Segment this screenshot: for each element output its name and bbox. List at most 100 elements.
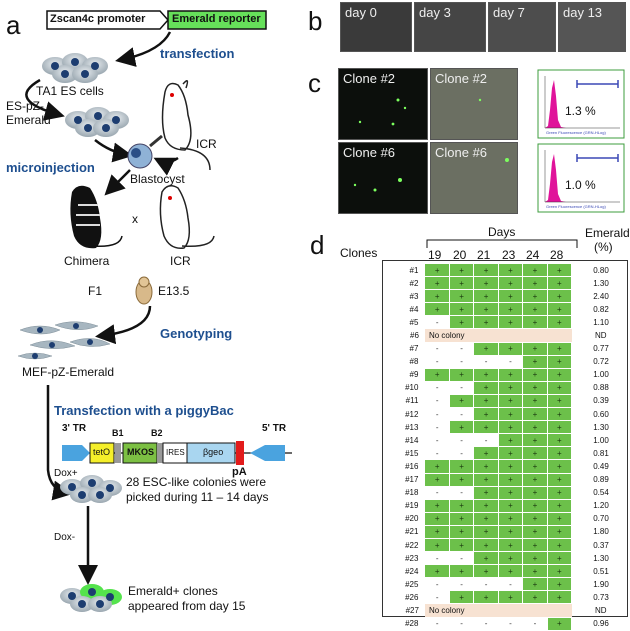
emerald-positive-cell: + [522,315,548,330]
f1-label: F1 [88,284,103,298]
emerald-positive-cell: + [546,616,573,631]
table-row: #15--++++0.81 [374,446,630,461]
emerald-positive-cell: + [448,511,475,526]
e13-5-embryo-icon [135,276,153,305]
emerald-percent-cell: 0.54 [593,488,609,498]
emerald-positive-cell: + [546,302,573,317]
emerald-percent-cell: 1.30 [593,553,609,563]
mef-cell-cluster [17,321,111,360]
emerald-positive-cell: + [522,537,548,553]
promoter-label: Zscan4c promoter [50,13,146,25]
emerald-negative-cell: - [473,433,499,448]
emerald-positive-cell: + [497,407,524,422]
emerald-positive-cell: + [424,524,450,539]
emerald-positive-cell: + [546,315,573,330]
emerald-positive-cell: + [473,524,499,539]
clone-id-cell: #3 [409,291,419,301]
day-header: 28 [550,248,564,262]
emerald-positive-cell: + [497,276,524,291]
emerald-positive-cell: + [473,380,499,395]
table-row: #12--++++0.60 [374,407,630,422]
day-header-row: 19 20 21 23 24 28 [424,248,584,262]
emerald-negative-cell: - [448,380,475,395]
genotyping-label: Genotyping [160,326,233,341]
mef-label: MEF-pZ-Emerald [22,365,115,379]
emerald-percent-cell: 1.30 [593,278,609,288]
emerald-positive-cell: + [424,537,450,553]
emerald-positive-cell: + [448,498,475,513]
table-row: #28-----+0.96 [374,616,630,631]
clone-id-cell: #13 [405,422,419,432]
emerald-positive-cell: + [424,262,450,278]
emerald-percent-cell: 1.20 [593,501,609,511]
clone-id-cell: #8 [409,357,419,367]
emerald-negative-cell: - [424,433,450,448]
emerald-positive-cell: + [448,590,475,605]
emerald-clones-label-line2: appeared from day 15 [128,599,246,613]
emerald-positive-cell: + [522,380,548,395]
emerald-positive-cell: + [424,367,450,382]
emerald-positive-cell: + [522,459,548,474]
emerald-positive-cell: + [448,289,475,304]
clone-id-cell: #18 [405,488,419,498]
table-row: #11-+++++0.39 [374,393,630,409]
cross-label: x [132,212,138,226]
table-row: #8----++0.72 [374,354,630,369]
emerald-positive-cell: + [522,446,548,461]
emerald-negative-cell: - [448,616,475,631]
emerald-percent-cell: 0.72 [593,357,609,367]
emerald-negative-cell: - [424,446,450,461]
emerald-positive-cell: + [424,276,450,291]
emerald-unit: (%) [594,240,613,254]
day-header: 21 [477,248,491,262]
icr-top-label: ICR [196,137,217,151]
emerald-positive-cell: + [546,590,573,605]
reporter-construct [46,10,267,30]
table-row: #16++++++0.49 [374,459,630,474]
panel-c-marks [353,69,625,213]
emerald-positive-cell: + [497,472,524,487]
emerald-positive-cell: + [473,276,499,291]
b1-label: B1 [112,428,124,438]
emerald-negative-cell: - [473,354,499,369]
emerald-percent-cell: 0.51 [593,566,609,576]
tr5-label: 5' TR [262,423,287,434]
emerald-percent-cell: ND [595,605,607,615]
colonies-label-line1: 28 ESC-like colonies were [126,475,267,489]
emerald-positive-cell: + [497,341,524,356]
day-image-1: day 0 [340,2,412,52]
emerald-positive-cell: + [473,498,499,513]
clone-id-cell: #27 [405,605,419,615]
clone-id-cell: #14 [405,435,419,445]
emerald-negative-cell: - [473,577,499,592]
emerald-positive-cell: + [546,524,573,539]
emerald-negative-cell: - [448,446,475,461]
no-colony-cell: No colony [424,603,572,618]
emerald-positive-cell: + [497,537,524,553]
emerald-positive-cell: + [473,302,499,317]
emerald-positive-cell: + [546,262,573,278]
emerald-percent-cell: 0.80 [593,265,609,275]
hist-axis-label-1: Green Fluorescence (GRN-HLog) [546,130,606,135]
emerald-negative-cell: - [497,354,524,369]
emerald-positive-cell: + [522,577,548,592]
emerald-percent-cell: 0.77 [593,344,609,354]
days-bracket [426,239,578,248]
bgeo-label: βgeo [203,447,224,457]
percent-clone-6: 1.0 % [565,178,596,192]
emerald-percent-cell: 0.81 [593,448,609,458]
emerald-positive-cell: + [522,511,548,526]
es-pz-label-line1: ES-pZ- [6,99,45,113]
emerald-positive-cell: + [546,485,573,500]
table-row: #26-+++++0.73 [374,590,630,605]
emerald-negative-cell: - [448,407,475,422]
day-image-4: day 13 [558,2,626,52]
emerald-negative-cell: - [522,616,548,631]
emerald-negative-cell: - [424,315,450,330]
emerald-percent-cell: 1.80 [593,527,609,537]
emerald-positive-cell: + [497,524,524,539]
panel-label-a: a [6,10,21,40]
emerald-positive-cell: + [546,433,573,448]
emerald-clones-label-line1: Emerald+ clones [128,584,218,598]
